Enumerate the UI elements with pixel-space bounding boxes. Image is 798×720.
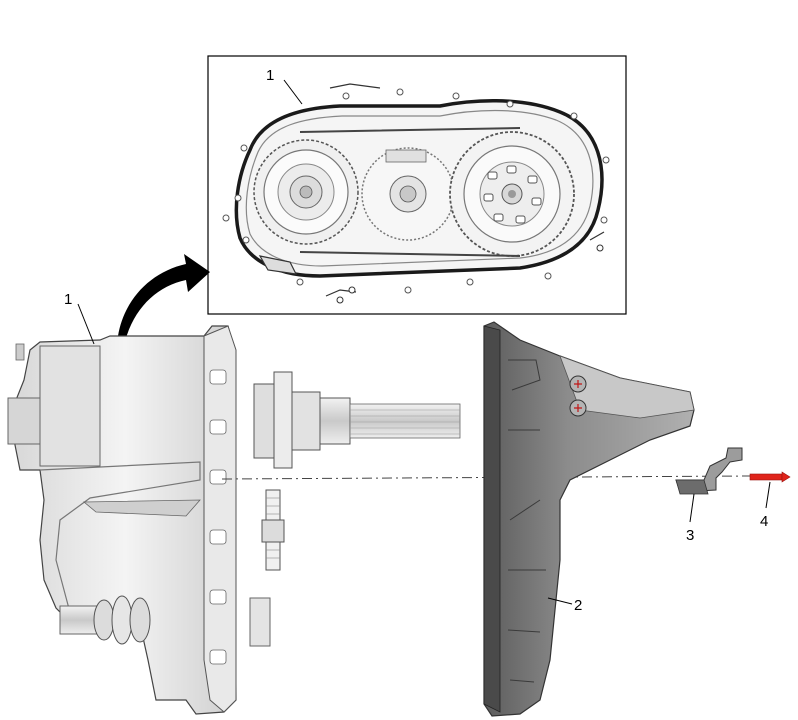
idler-gear — [261, 489, 285, 571]
inset-detail-view: 1 — [207, 55, 627, 315]
inset-leader-line — [283, 79, 303, 105]
front-housing-leader-line — [77, 303, 95, 345]
callout-label-rear-housing: 2 — [574, 597, 582, 614]
callout-label-inset-housing: 1 — [266, 67, 274, 84]
detail-arrow-icon — [118, 254, 210, 338]
rear-housing-assembly: 2 — [483, 321, 695, 717]
front-output-shaft — [59, 595, 151, 645]
inset-drive-chain — [299, 127, 521, 257]
callout-label-front-housing: 1 — [64, 291, 72, 308]
inset-bolt-holes — [222, 88, 610, 294]
locating-pin: 4 — [749, 471, 791, 530]
bracket-part: 3 — [675, 447, 743, 544]
front-housing-assembly: 1 — [7, 291, 271, 715]
inset-center-gear — [361, 147, 455, 241]
bracket-leader-line — [689, 493, 695, 523]
inset-rear-sprocket — [449, 131, 575, 257]
callout-label-pin: 4 — [760, 513, 768, 530]
rear-housing-leader-line — [547, 597, 573, 605]
pin-leader-line — [765, 481, 771, 509]
inset-front-sprocket — [253, 139, 359, 245]
input-shaft — [253, 371, 461, 469]
callout-label-bracket: 3 — [686, 527, 694, 544]
